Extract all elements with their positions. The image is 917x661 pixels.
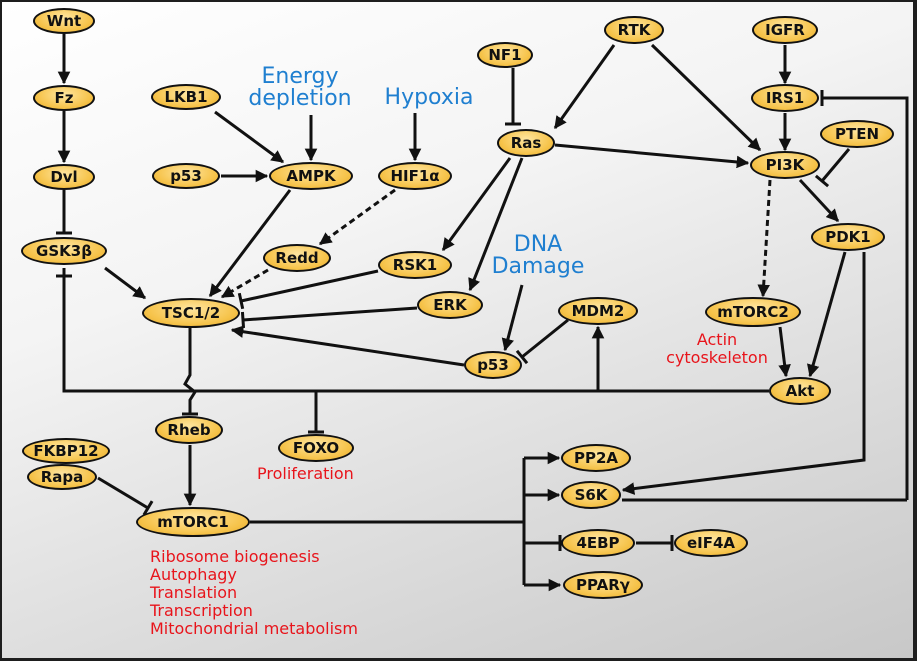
node-nf1: NF1	[477, 42, 533, 68]
node-gsk3b: GSK3β	[21, 237, 107, 265]
node-rsk1: RSK1	[378, 251, 452, 279]
node-mtorc1: mTORC1	[136, 507, 250, 537]
mtorc1-effect-item: Transcription	[150, 601, 253, 620]
node-wnt: Wnt	[33, 8, 95, 34]
node-rheb: Rheb	[155, 416, 223, 444]
output-actin-cytoskeleton: Actin cytoskeleton	[656, 331, 778, 367]
stimulus-energy-depletion: Energy depletion	[245, 66, 355, 110]
stimulus-hypoxia: Hypoxia	[384, 85, 474, 110]
node-tsc: TSC1/2	[142, 298, 240, 328]
stimulus-energy-line2: depletion	[248, 86, 352, 111]
node-akt: Akt	[769, 377, 831, 405]
node-rtk: RTK	[604, 16, 664, 44]
node-hif1a: HIF1α	[378, 162, 452, 190]
node-mtorc2: mTORC2	[705, 297, 801, 327]
node-foxo: FOXO	[278, 434, 354, 462]
node-dvl: Dvl	[33, 164, 95, 190]
stimulus-dna-line1: DNA	[513, 232, 563, 257]
node-p53-top: p53	[152, 163, 220, 189]
stimulus-dna-line2: Damage	[491, 254, 585, 279]
node-ras: Ras	[497, 129, 555, 157]
node-rapa: Rapa	[27, 464, 97, 490]
node-erk: ERK	[417, 291, 483, 319]
output-actin-line2: cytoskeleton	[666, 348, 768, 367]
mtorc1-effect-item: Translation	[150, 583, 238, 602]
node-4ebp: 4EBP	[561, 529, 635, 557]
mtorc1-effect-item: Ribosome biogenesis	[150, 547, 320, 566]
node-pi3k: PI3K	[750, 151, 820, 179]
node-ppary: PPARγ	[563, 571, 643, 599]
mtorc1-effect-item: Autophagy	[150, 565, 237, 584]
node-pten: PTEN	[820, 120, 894, 148]
output-actin-line1: Actin	[696, 330, 738, 349]
node-s6k: S6K	[561, 481, 621, 509]
node-irs1: IRS1	[751, 84, 819, 112]
node-pdk1: PDK1	[811, 223, 885, 251]
node-ampk: AMPK	[269, 162, 353, 190]
node-fz: Fz	[33, 85, 95, 111]
node-eif4a: eIF4A	[674, 529, 748, 557]
node-p53-mid: p53	[464, 351, 522, 379]
output-proliferation: Proliferation	[257, 464, 354, 483]
node-mdm2: MDM2	[558, 297, 638, 325]
mtorc1-effect-item: Mitochondrial metabolism	[150, 619, 358, 638]
node-igfr: IGFR	[752, 16, 818, 44]
node-pp2a: PP2A	[561, 444, 631, 472]
node-lkb1: LKB1	[151, 84, 221, 110]
node-redd: Redd	[263, 244, 331, 272]
stimulus-dna-damage: DNA Damage	[488, 234, 588, 278]
node-fkbp12: FKBP12	[22, 438, 110, 464]
stimulus-energy-line1: Energy	[261, 64, 339, 89]
